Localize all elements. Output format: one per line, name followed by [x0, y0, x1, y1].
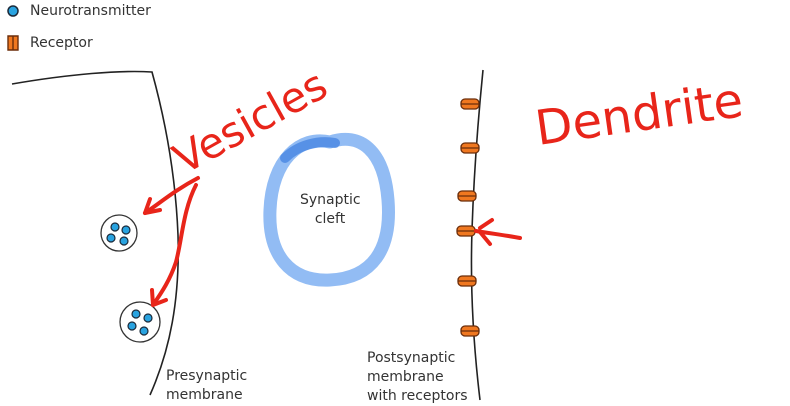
vesicle: [100, 214, 138, 252]
legend-neurotransmitter-label: Neurotransmitter: [30, 3, 151, 19]
neurotransmitter: [139, 326, 149, 336]
receptor-icon: [7, 35, 19, 51]
presynaptic-label: Presynaptic membrane: [166, 368, 248, 403]
neurotransmitter: [127, 321, 137, 331]
neurotransmitter: [131, 309, 141, 319]
vesicles-text: Vesicles: [165, 60, 335, 184]
neurotransmitter: [119, 236, 129, 246]
neurotransmitter: [143, 313, 153, 323]
receptor: [460, 142, 480, 154]
legend-receptor: Receptor: [6, 34, 151, 52]
receptor: [457, 190, 477, 202]
neurotransmitter: [106, 233, 116, 243]
dendrite-annotation: Dendrite: [474, 72, 747, 246]
neurotransmitter: [110, 222, 120, 232]
vesicle: [119, 301, 161, 343]
neurotransmitter-icon: [7, 5, 19, 17]
dendrite-text: Dendrite: [532, 72, 747, 157]
legend-neurotransmitter: Neurotransmitter: [6, 2, 151, 20]
receptor: [456, 225, 476, 237]
synaptic-cleft-label: Synaptic cleft: [300, 192, 361, 227]
neurotransmitter: [121, 225, 131, 235]
receptor: [460, 98, 480, 110]
postsynaptic-label: Postsynaptic membrane with receptors: [367, 350, 468, 404]
synaptic-cleft-highlight: [263, 132, 395, 287]
legend-receptor-label: Receptor: [30, 35, 93, 51]
legend: Neurotransmitter Receptor: [6, 0, 151, 66]
receptor: [457, 275, 477, 287]
receptor: [460, 325, 480, 337]
presynaptic-membrane: [11, 70, 180, 396]
